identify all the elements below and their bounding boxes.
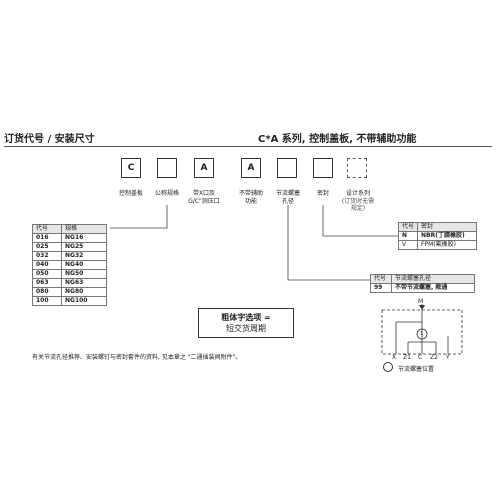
orifice-value-cell: 不带节流螺塞, 敞通 [391, 283, 475, 293]
code-box-cover: C [121, 158, 141, 178]
seal-connector-line [322, 205, 398, 237]
size-value-cell: NG80 [61, 287, 107, 297]
size-value-cell: NG32 [61, 251, 107, 261]
port-label-x: X [392, 354, 397, 361]
orifice-table-header-code: 代号 [370, 274, 392, 284]
label-port: 带X口及 G/C"测压口 [186, 190, 222, 205]
size-value-cell: NG50 [61, 269, 107, 279]
arrow-down-icon [419, 305, 425, 310]
size-code-cell: 040 [32, 260, 62, 270]
orifice-marker-circle [416, 328, 428, 340]
code-box-port: A [194, 158, 214, 178]
size-value-cell: NG40 [61, 260, 107, 270]
seal-table-header-seal: 密封 [417, 222, 478, 232]
label-aux: 不带辅助 功能 [233, 190, 269, 205]
header-rule [4, 146, 492, 147]
label-cover: 控制盖板 [118, 190, 143, 197]
orifice-code-cell: 99 [370, 283, 392, 293]
label-aux-line2: 功能 [244, 197, 257, 205]
port-label-z1: Z1 [403, 354, 411, 361]
label-design: 设计系列 (订货时无需 规定) [338, 190, 378, 213]
seal-value-cell: NBR(丁腈橡胶) [417, 231, 478, 241]
code-box-seal [313, 158, 333, 178]
label-orifice: 节流螺塞 孔径 [270, 190, 306, 205]
label-orifice-line1: 节流螺塞 [275, 190, 300, 197]
code-box-aux: A [241, 158, 261, 178]
orifice-table-header: 代号 节流螺塞孔径 [370, 274, 475, 284]
port-label-y: Y [446, 354, 450, 361]
footnote: 有关节流孔径推荐、安装螺钉与密封套件的资料, 见本章之 "二通插装阀附件"。 [32, 354, 242, 361]
short-delivery-label: 短交货周期 [226, 324, 266, 333]
label-design-line3: 规定) [350, 205, 366, 212]
size-table-header-size: 规格 [61, 224, 107, 234]
size-code-cell: 016 [32, 233, 62, 243]
size-table-header-code: 代号 [32, 224, 62, 234]
orifice-connector-line [287, 205, 370, 281]
seal-code-cell: N [397, 231, 419, 241]
size-connector-line [110, 205, 168, 229]
label-design-line2: (订货时无需 [341, 197, 375, 205]
label-design-line1: 设计系列 [345, 190, 370, 197]
port-label-c: C [418, 354, 423, 361]
label-port-line2: G/C"测压口 [188, 197, 220, 205]
bold-option-note-box: 粗体字选项 = 短交货周期 [198, 308, 294, 338]
size-table-header: 代号 规格 [32, 224, 107, 234]
order-code-title: 订货代号 / 安装尺寸 [4, 134, 95, 145]
size-code-cell: 080 [32, 287, 62, 297]
label-orifice-line2: 孔径 [281, 197, 294, 205]
seal-table-header: 代号 密封 [397, 222, 478, 232]
label-seal: 密封 [316, 190, 329, 197]
series-title: C*A 系列, 控制盖板, 不带辅助功能 [258, 134, 417, 145]
size-code-cell: 100 [32, 296, 62, 306]
size-code-cell: 032 [32, 251, 62, 261]
schematic-label-m: M [418, 298, 424, 305]
size-code-cell: 063 [32, 278, 62, 288]
port-label-z2: Z2 [430, 354, 438, 361]
orifice-legend-icon [383, 362, 393, 372]
orifice-marker-number: 1 [420, 331, 424, 337]
code-box-design [347, 158, 367, 178]
bold-option-label: 粗体字选项 = [221, 313, 271, 322]
hydraulic-schematic [381, 304, 463, 355]
size-code-cell: 025 [32, 242, 62, 252]
size-value-cell: NG63 [61, 278, 107, 288]
size-value-cell: NG100 [61, 296, 107, 306]
size-value-cell: NG25 [61, 242, 107, 252]
code-box-size [157, 158, 177, 178]
label-size: 公称规格 [154, 190, 179, 197]
seal-code-cell: V [397, 240, 419, 250]
seal-value-cell: FPM(氟橡胶) [417, 240, 478, 250]
label-aux-line1: 不带辅助 [238, 190, 263, 197]
seal-table-header-code: 代号 [397, 222, 419, 232]
label-port-line1: 带X口及 [192, 190, 216, 197]
size-code-cell: 050 [32, 269, 62, 279]
code-box-orifice [277, 158, 297, 178]
orifice-table-header-desc: 节流螺塞孔径 [391, 274, 475, 284]
size-value-cell: NG16 [61, 233, 107, 243]
orifice-legend-text: 节流螺塞位置 [398, 366, 435, 373]
